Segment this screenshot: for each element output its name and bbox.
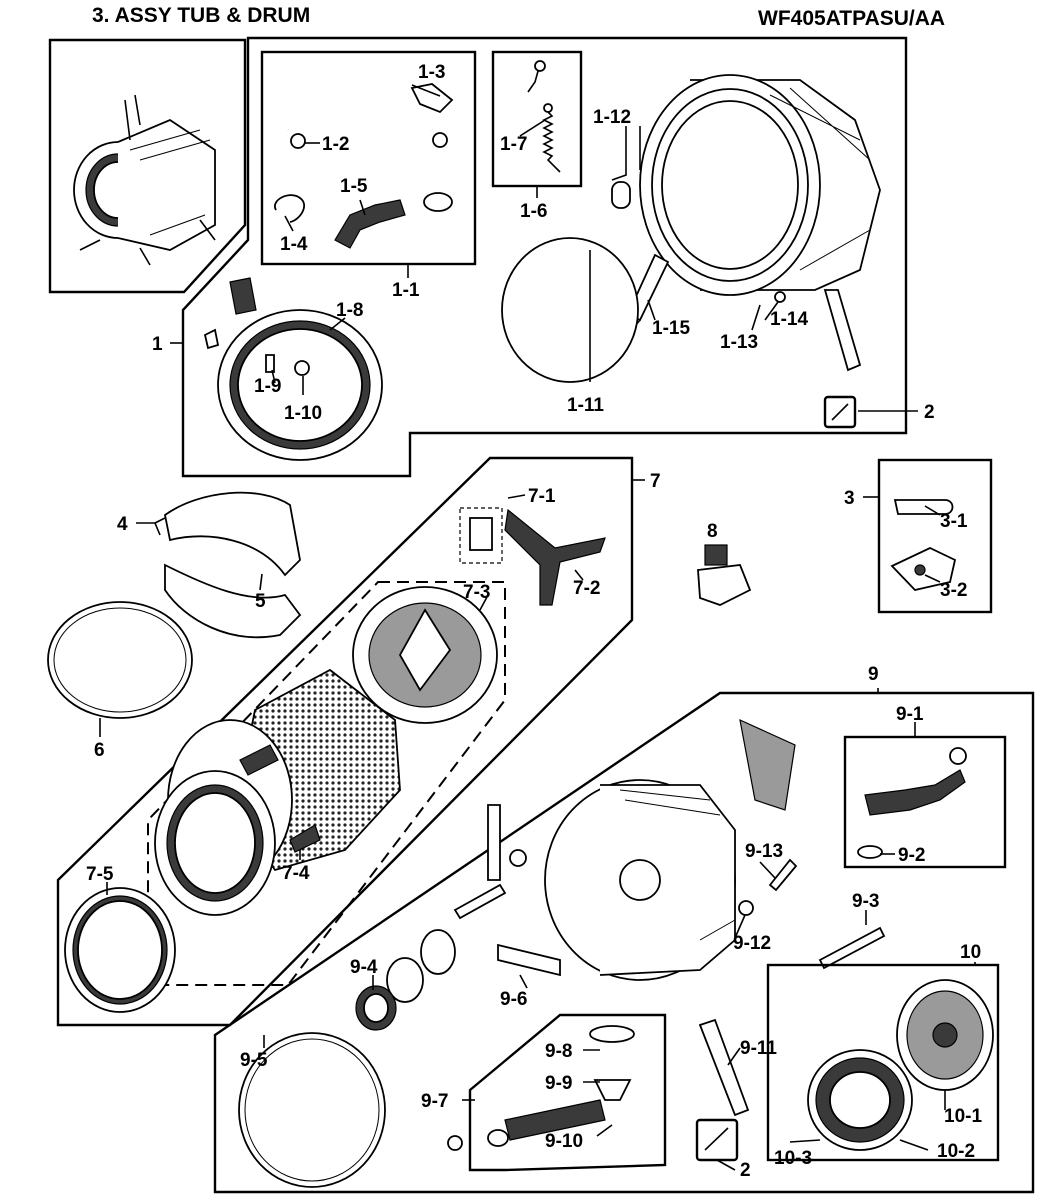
label-2-lower: 2 bbox=[740, 1160, 751, 1181]
door-glass-1-11 bbox=[501, 237, 639, 383]
label-1-11: 1-11 bbox=[567, 395, 604, 416]
label-1-12: 1-12 bbox=[593, 107, 631, 128]
label-10-3: 10-3 bbox=[774, 1148, 812, 1169]
label-9-13: 9-13 bbox=[745, 841, 783, 862]
label-7-4: 7-4 bbox=[282, 863, 310, 884]
label-1-7: 1-7 bbox=[500, 134, 527, 155]
label-7-5: 7-5 bbox=[86, 864, 114, 885]
label-9-11: 9-11 bbox=[740, 1038, 777, 1059]
group-9-box bbox=[213, 691, 1035, 1194]
drum-spider-7-2 bbox=[459, 507, 606, 606]
label-9-7: 9-7 bbox=[421, 1091, 448, 1112]
hose-9-1 bbox=[843, 735, 1007, 869]
label-1-6: 1-6 bbox=[520, 201, 547, 222]
label-9: 9 bbox=[868, 664, 879, 685]
bearings-and-seals-9-4 bbox=[355, 804, 561, 1031]
drum-back-7-3 bbox=[352, 586, 498, 724]
washer-9-12 bbox=[738, 900, 754, 916]
part-2-upper bbox=[823, 395, 857, 429]
label-1-14: 1-14 bbox=[770, 309, 808, 330]
label-1-10: 1-10 bbox=[284, 403, 322, 424]
label-8: 8 bbox=[707, 521, 718, 542]
shock-absorber-9-11 bbox=[698, 1018, 750, 1117]
label-10: 10 bbox=[960, 942, 981, 963]
label-1-5: 1-5 bbox=[340, 176, 368, 197]
label-9-6: 9-6 bbox=[500, 989, 527, 1010]
label-9-12: 9-12 bbox=[733, 933, 771, 954]
model-number: WF405ATPASU/AA bbox=[758, 7, 945, 30]
group-1-box bbox=[181, 36, 908, 478]
bolt-9-13 bbox=[768, 858, 798, 892]
label-3-1: 3-1 bbox=[940, 511, 968, 532]
label-6: 6 bbox=[94, 740, 105, 761]
label-7-1: 7-1 bbox=[528, 486, 556, 507]
part-2-lower bbox=[695, 1118, 739, 1162]
motor-10 bbox=[766, 963, 1000, 1162]
drain-hose-9-7 bbox=[447, 1013, 667, 1172]
label-1: 1 bbox=[152, 334, 163, 355]
heater-group-3 bbox=[877, 458, 993, 614]
label-9-3: 9-3 bbox=[852, 891, 879, 912]
label-7: 7 bbox=[650, 471, 661, 492]
label-4: 4 bbox=[117, 514, 128, 535]
part-8 bbox=[697, 544, 752, 606]
label-9-1: 9-1 bbox=[896, 704, 924, 725]
leader-lines bbox=[99, 84, 976, 1171]
tub-front-ring-1-8 bbox=[203, 277, 383, 461]
label-9-8: 9-8 bbox=[545, 1041, 572, 1062]
gasket-ring-6 bbox=[47, 601, 193, 719]
label-1-15: 1-15 bbox=[652, 318, 690, 339]
label-9-10: 9-10 bbox=[545, 1131, 583, 1152]
label-9-2: 9-2 bbox=[898, 845, 925, 866]
label-1-9: 1-9 bbox=[254, 376, 281, 397]
tub-seal-ring-9-5 bbox=[238, 1032, 386, 1188]
label-1-13: 1-13 bbox=[720, 332, 758, 353]
sensor-9-3 bbox=[818, 926, 886, 970]
label-9-9: 9-9 bbox=[545, 1073, 572, 1094]
overview-assembly bbox=[48, 38, 247, 294]
damper-spring-1-6 bbox=[491, 50, 583, 188]
label-1-1: 1-1 bbox=[392, 280, 420, 301]
label-1-4: 1-4 bbox=[280, 234, 308, 255]
label-7-3: 7-3 bbox=[463, 582, 490, 603]
callout-labels: 1 1-1 1-2 1-3 1-4 1-5 1-6 1-7 1-8 1-9 1-… bbox=[86, 62, 982, 1181]
label-1-3: 1-3 bbox=[418, 62, 445, 83]
label-5: 5 bbox=[255, 591, 266, 612]
rear-tub bbox=[544, 718, 796, 981]
label-9-4: 9-4 bbox=[350, 957, 378, 978]
label-1-8: 1-8 bbox=[336, 300, 363, 321]
label-10-1: 10-1 bbox=[944, 1106, 982, 1127]
balancer-weights-4 bbox=[164, 491, 302, 639]
hose-kit-1-1 bbox=[260, 50, 477, 266]
label-3-2: 3-2 bbox=[940, 580, 967, 601]
label-9-5: 9-5 bbox=[240, 1050, 268, 1071]
page-title: 3. ASSY TUB & DRUM bbox=[92, 4, 310, 27]
front-tub-1-12 bbox=[611, 74, 881, 372]
label-1-2: 1-2 bbox=[322, 134, 349, 155]
label-3: 3 bbox=[844, 488, 855, 509]
label-2-upper: 2 bbox=[924, 402, 935, 423]
label-7-2: 7-2 bbox=[573, 578, 600, 599]
label-10-2: 10-2 bbox=[937, 1141, 975, 1162]
drum-front-ring-7-5 bbox=[154, 770, 276, 916]
